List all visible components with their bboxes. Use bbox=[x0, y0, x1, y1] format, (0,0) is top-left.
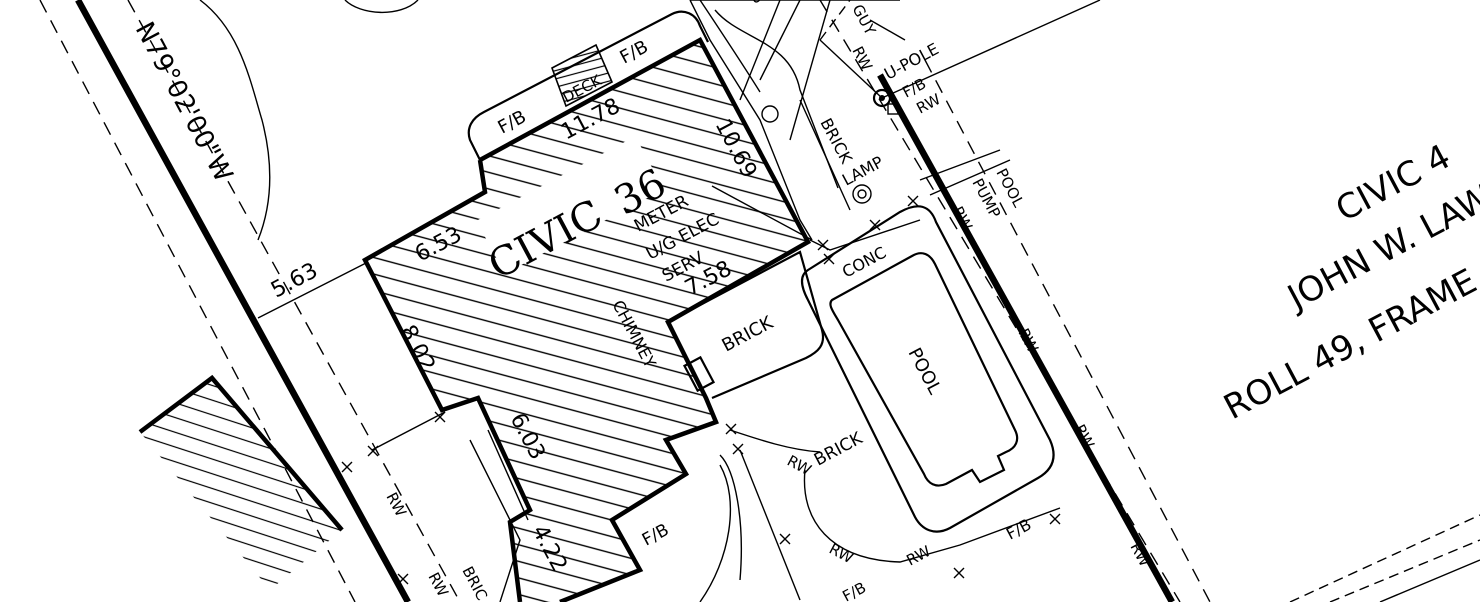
x-markers bbox=[341, 195, 1061, 585]
label-brick-patio: BRICK bbox=[718, 312, 777, 357]
label-pool: POOL bbox=[904, 344, 946, 397]
dimension-lines bbox=[257, 185, 813, 451]
label-rw-lower2: RW bbox=[903, 542, 933, 570]
neighbour-building-left bbox=[138, 374, 344, 590]
label-rw-top: RW bbox=[848, 43, 876, 73]
misc-lines bbox=[469, 0, 1061, 602]
pool-outline bbox=[829, 252, 1019, 487]
label-eight: 8 bbox=[747, 0, 764, 8]
label-brick-lower: BRICK bbox=[811, 428, 867, 470]
neighbour-info: CIVIC 4 JOHN W. LAW ROLL 49, FRAME bbox=[1217, 137, 1480, 428]
label-fb-drive: F/B bbox=[639, 520, 672, 550]
utility-pole bbox=[739, 0, 1101, 141]
label-rw-brick: RW bbox=[784, 452, 814, 480]
dim-5-63: 5.63 bbox=[267, 258, 322, 303]
label-u-pole: U-POLE bbox=[881, 39, 942, 83]
left-road-lines bbox=[39, 0, 461, 602]
top-curve bbox=[344, 0, 419, 14]
chimney bbox=[682, 355, 716, 393]
label-rw-lower1: RW bbox=[826, 540, 856, 568]
bearing-label: N79°02'00"W bbox=[129, 17, 238, 187]
tree-outline bbox=[199, 0, 271, 241]
label-guy: GUY bbox=[848, 1, 879, 38]
label-brick-bottom: BRIC bbox=[458, 563, 491, 602]
house-civic-36 bbox=[362, 36, 812, 602]
right-row-lines bbox=[819, 0, 1480, 602]
label-conc: CONC bbox=[839, 243, 889, 282]
label-rw-left2: RW bbox=[424, 569, 452, 599]
lamp-post bbox=[852, 184, 872, 204]
fb-deck-structure bbox=[467, 10, 709, 161]
label-fb-bottom-right: F/B bbox=[839, 578, 869, 602]
label-brick-side: BRICK bbox=[816, 115, 856, 167]
label-rw-left: RW bbox=[382, 489, 410, 519]
pool-deck bbox=[800, 205, 1055, 533]
